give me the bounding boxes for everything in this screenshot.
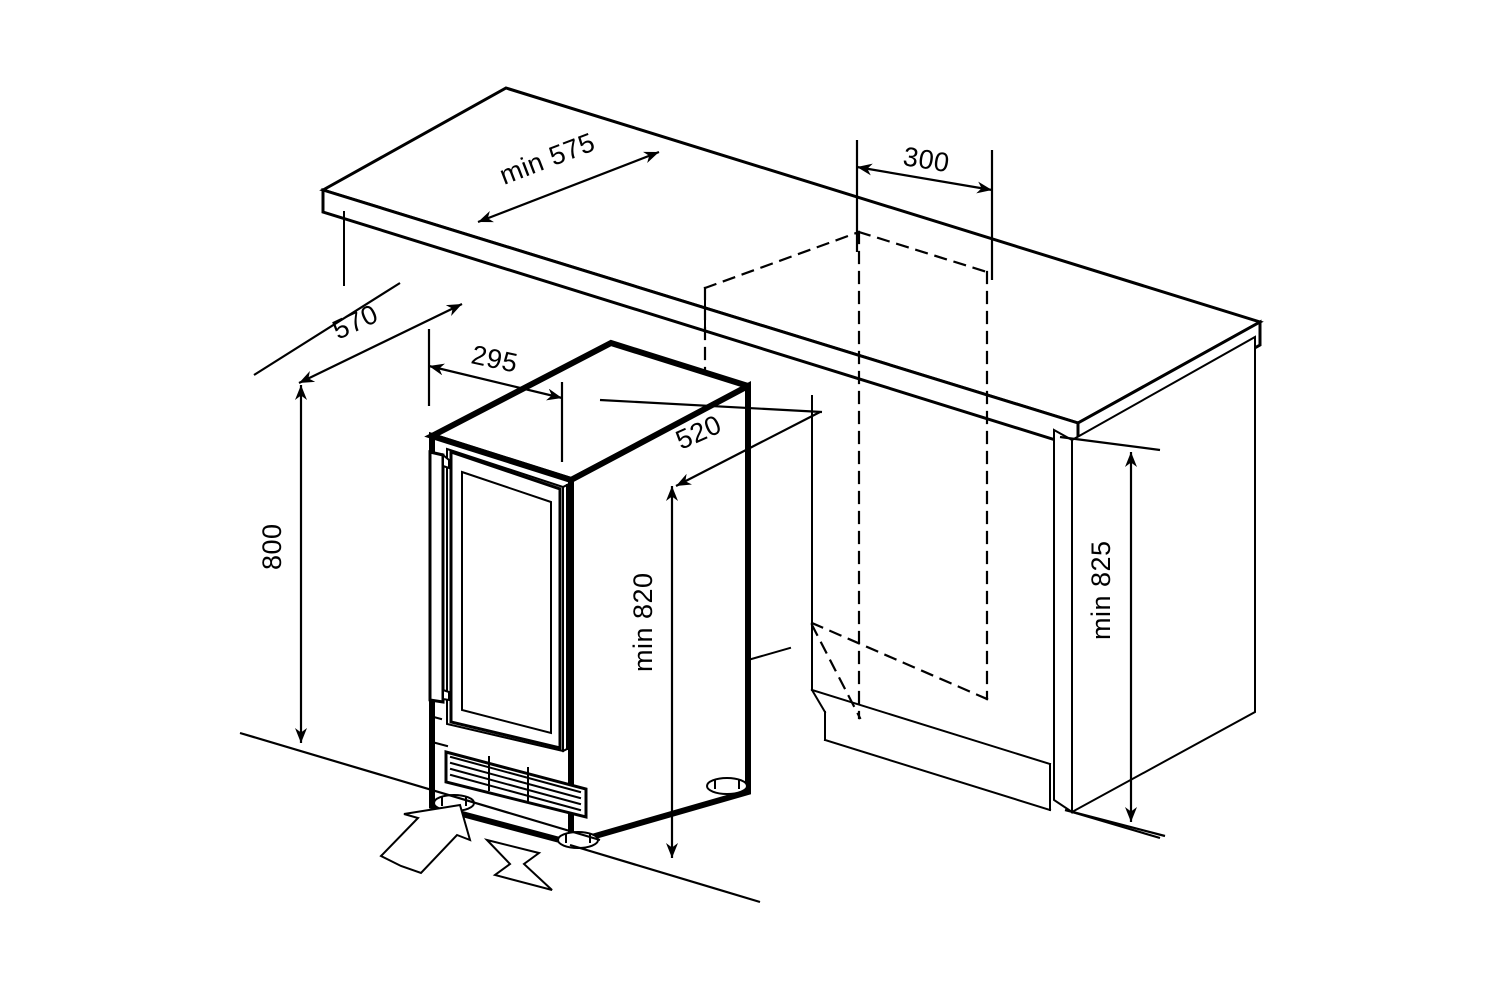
dim-min575-line (477, 150, 660, 224)
door-handle (428, 450, 445, 704)
niche-top-left (703, 230, 861, 290)
cabinet-plinth-bottom (823, 738, 1052, 812)
grille-slat-1 (449, 755, 582, 794)
floor-line-under-appliance (569, 843, 761, 904)
vent-grille (444, 750, 588, 819)
leader-lines (343, 211, 792, 662)
door-handle-bottom-mount (442, 688, 450, 702)
niche-outline-dashed (703, 230, 989, 764)
airflow-arrows (379, 803, 553, 891)
niche-outline-dashed-lower (810, 621, 989, 701)
grille-slat-4 (449, 773, 582, 812)
dim-520-line (675, 411, 821, 487)
dim-min825-ext-bottom (1064, 808, 1166, 838)
dim-570-line (298, 303, 463, 384)
grille-slat-2 (449, 761, 582, 800)
dimension-min-825: min 825 (1059, 435, 1166, 838)
cabinet-side-panel-face (1071, 335, 1256, 814)
dim-min825-label: min 825 (1086, 540, 1116, 640)
dim-300-line (856, 163, 993, 194)
dimension-300: 300 (855, 140, 994, 280)
foot-rear-right-stem (714, 779, 740, 789)
door-handle-foot (429, 699, 443, 721)
dimension-800: 800 (257, 385, 307, 743)
airflow-intake-arrow (379, 803, 472, 875)
niche-floor-left (810, 623, 862, 720)
foot-rear-right (706, 777, 748, 795)
vent-grille-frame (444, 750, 588, 819)
dimension-min-820: min 820 (628, 486, 678, 858)
dim-min825-ext-top (1059, 435, 1161, 452)
wine-cooler-appliance (424, 339, 751, 849)
dim-min820-label: min 820 (628, 572, 658, 672)
appliance-leader-right (746, 646, 792, 662)
appliance-base-band (430, 740, 449, 748)
niche-top-back (857, 230, 989, 274)
dim-800-label: 800 (257, 523, 287, 570)
niche-floor-back-edge (810, 621, 989, 701)
grille-slat-3 (449, 767, 582, 806)
dim-295-line (428, 363, 563, 401)
glass-door-inner-glass (461, 470, 552, 735)
cabinet-side-panel-thickness (1053, 428, 1073, 814)
door-handle-top-mount (442, 452, 450, 470)
floor-line-left (239, 731, 601, 842)
cabinet-plinth-corner (810, 688, 827, 714)
dim-300-label: 300 (901, 141, 952, 178)
airflow-exhaust (483, 838, 553, 891)
dim-520-ext-upper (599, 398, 823, 414)
